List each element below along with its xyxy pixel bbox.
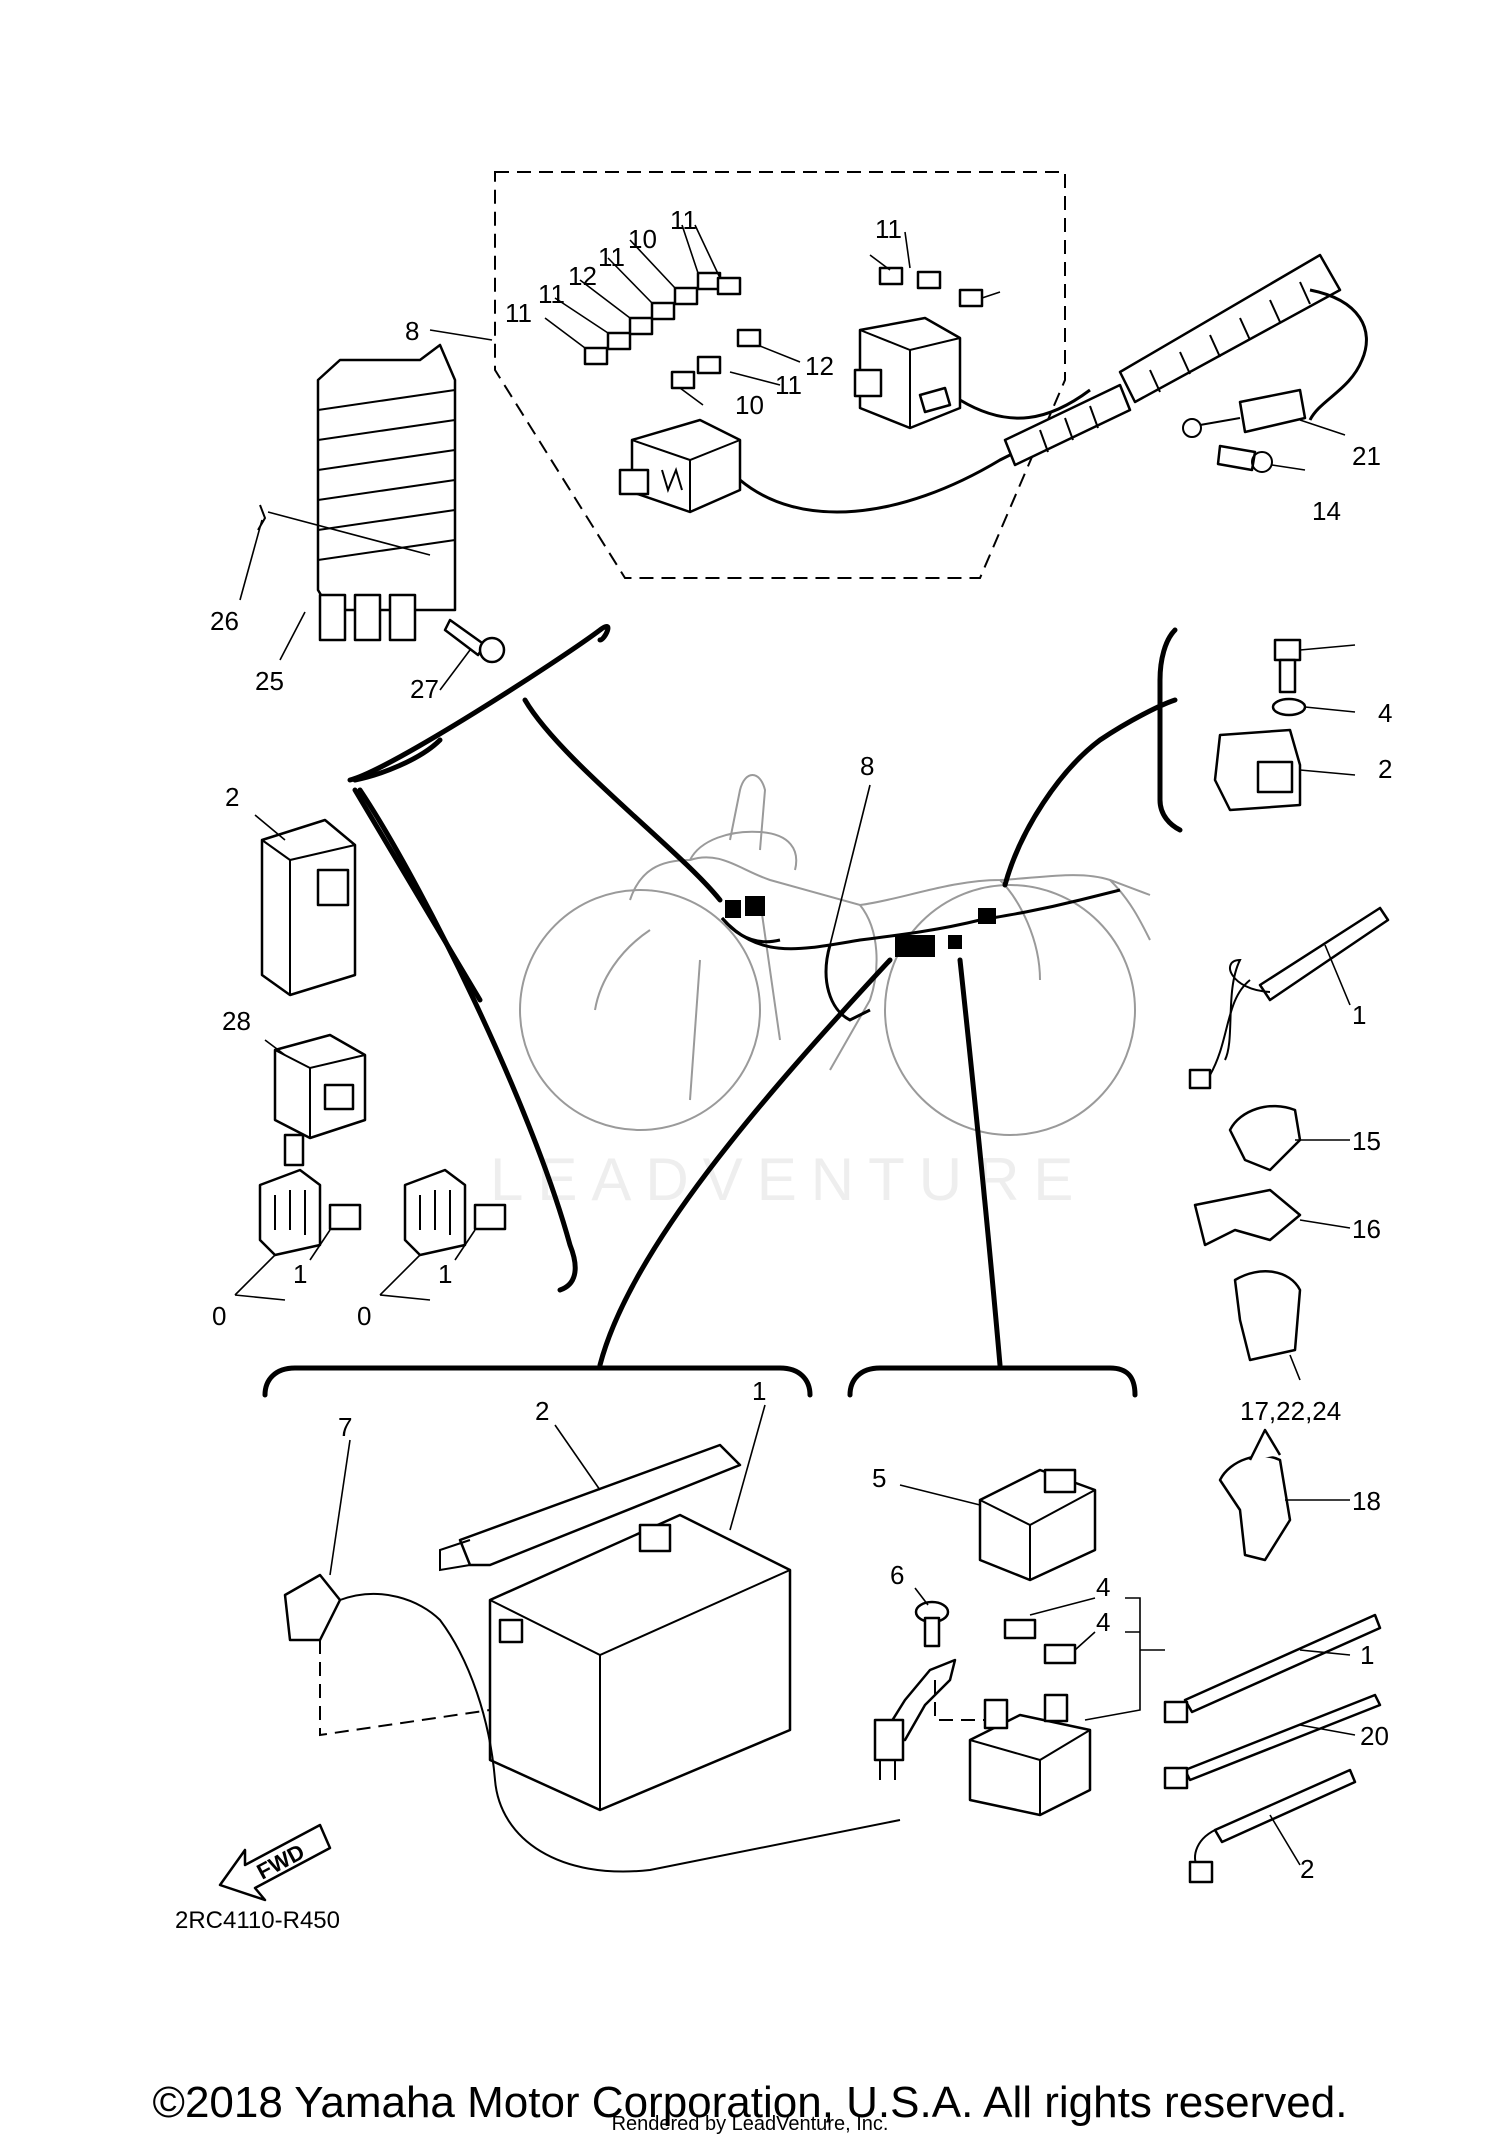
harness-marker-e [978,908,996,924]
turn-signal-relay [264,1033,367,1167]
callout-11-a: 11 [505,298,532,328]
callout-10-a: 10 [628,224,657,254]
callout-15: 15 [1352,1126,1381,1156]
callout-16: 16 [1352,1214,1381,1244]
battery-cover-cap [283,1439,901,1873]
callout-25: 25 [255,666,284,696]
harness-marker-c [895,935,935,957]
battery-band [439,1424,742,1572]
starter-relay [968,1597,1165,1817]
callout-21: 21 [1352,441,1381,471]
callout-labels: 8 11 11 12 11 10 11 10 11 12 11 21 14 26… [210,205,1392,1884]
leader-8-top [429,329,493,341]
callout-1-battery: 1 [752,1376,766,1406]
callout-0-b: 0 [357,1301,371,1331]
callout-28: 28 [222,1006,251,1036]
callout-7: 7 [338,1412,352,1442]
copyright-notice: ©2018 Yamaha Motor Corporation, U.S.A. A… [152,2078,1348,2127]
coupler-left-b [379,1168,507,1301]
callout-1-tie: 1 [1360,1640,1374,1670]
relay-module [254,814,357,997]
callout-2-relay: 2 [225,782,239,812]
cable-ties-clamps [1163,906,1390,1884]
callout-2-tie: 2 [1300,1854,1314,1884]
starter-relay-assembly [1157,627,1356,833]
fuse-cluster [583,266,984,390]
rectifier-regulator [239,343,506,691]
callout-26: 26 [210,606,239,636]
callout-4-fuse-b: 4 [1096,1607,1110,1637]
callout-2-right: 2 [1378,754,1392,784]
motorcycle-outline [519,774,1151,1136]
callout-14: 14 [1312,496,1341,526]
callout-1-conn-a: 1 [293,1259,307,1289]
callout-4-fuse-a: 4 [1096,1572,1110,1602]
callout-5: 5 [872,1463,886,1493]
callout-11-e: 11 [775,370,802,400]
starter-relay-cover [899,1468,1097,1582]
callout-4-right: 4 [1378,698,1392,728]
callout-12-b: 12 [805,351,834,381]
callout-18: 18 [1352,1486,1381,1516]
callout-6: 6 [890,1560,904,1590]
bolt-and-bracket [873,1587,995,1780]
battery-terminal-lead [1182,388,1307,473]
harness-wire [739,403,1111,514]
watermark: LEADVENTURE [490,1146,1087,1213]
callout-2-band: 2 [535,1396,549,1426]
fuse-box-right [853,316,962,430]
callout-12-a: 12 [568,261,597,291]
dashed-group-boundary [494,171,1066,579]
forward-direction-arrow: FWD [218,1823,332,1902]
harness-marker-b [745,896,765,916]
callout-11-f: 11 [875,214,902,244]
battery [488,1404,792,1812]
callout-27: 27 [410,674,439,704]
callout-20: 20 [1360,1721,1389,1751]
callout-17-22-24: 17,22,24 [1240,1396,1341,1426]
coupler-left-a [234,1168,362,1301]
reference-code: 2RC4110-R450 [175,1907,340,1934]
callout-10-b: 10 [735,390,764,420]
callout-11-b: 11 [538,279,565,309]
callout-11-d: 11 [670,205,697,235]
wire-harness-group [429,171,1368,579]
callout-1-right: 1 [1352,1000,1366,1030]
callout-1-conn-b: 1 [438,1259,452,1289]
callout-0-a: 0 [212,1301,226,1331]
fuse-box-left [618,418,742,514]
harness-marker-d [948,935,962,949]
callout-11-c: 11 [598,242,625,272]
taped-harness [1003,253,1342,467]
rendered-by-credit: Rendered by LeadVenture, Inc. [611,2113,889,2135]
harness-marker-a [725,900,741,918]
callout-8-top: 8 [405,316,419,346]
callout-8-mid: 8 [860,751,874,781]
